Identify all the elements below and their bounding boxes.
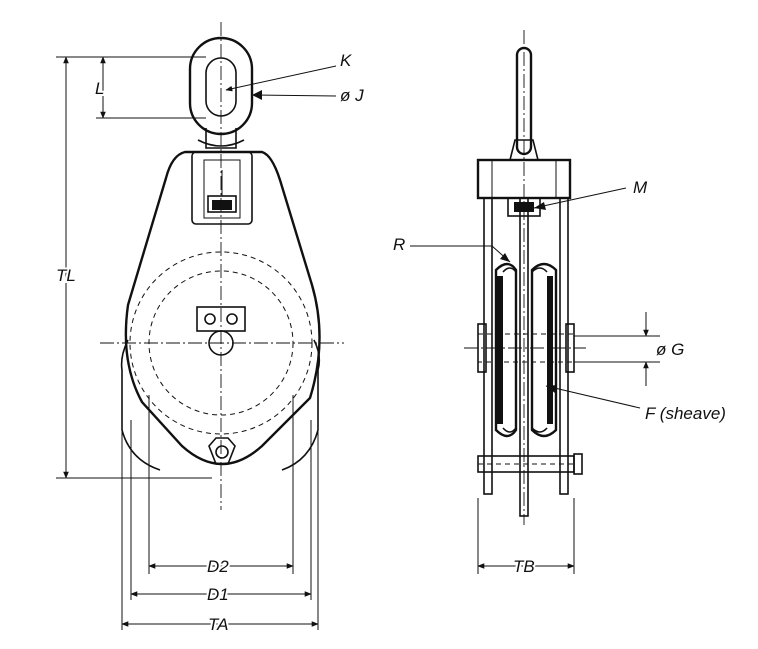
label-j: ø J <box>340 86 364 105</box>
swivel-housing <box>191 151 253 225</box>
label-tl: TL <box>56 266 76 285</box>
label-d2: D2 <box>207 557 229 576</box>
right-cheek-plate <box>559 197 569 495</box>
axle <box>464 323 586 373</box>
dimension-g <box>574 312 660 386</box>
leader-m <box>533 187 627 209</box>
bottom-nut <box>208 437 236 465</box>
side-view <box>410 30 660 574</box>
label-ta: TA <box>208 615 228 634</box>
cheek-plate <box>124 150 321 466</box>
bottom-bolt <box>477 453 583 475</box>
dimension-l <box>96 56 206 119</box>
left-cheek-plate <box>483 197 493 495</box>
label-g: ø G <box>656 340 684 359</box>
label-l: L <box>95 79 104 98</box>
front-view <box>56 22 344 630</box>
label-f-sheave: F (sheave) <box>645 404 726 423</box>
label-k: K <box>340 51 352 70</box>
label-d1: D1 <box>207 585 229 604</box>
label-m: M <box>633 178 648 197</box>
leader-f <box>545 385 641 409</box>
label-r: R <box>393 235 405 254</box>
sheaves <box>494 262 558 438</box>
label-tb: TB <box>513 557 535 576</box>
dimension-tl <box>56 56 212 479</box>
